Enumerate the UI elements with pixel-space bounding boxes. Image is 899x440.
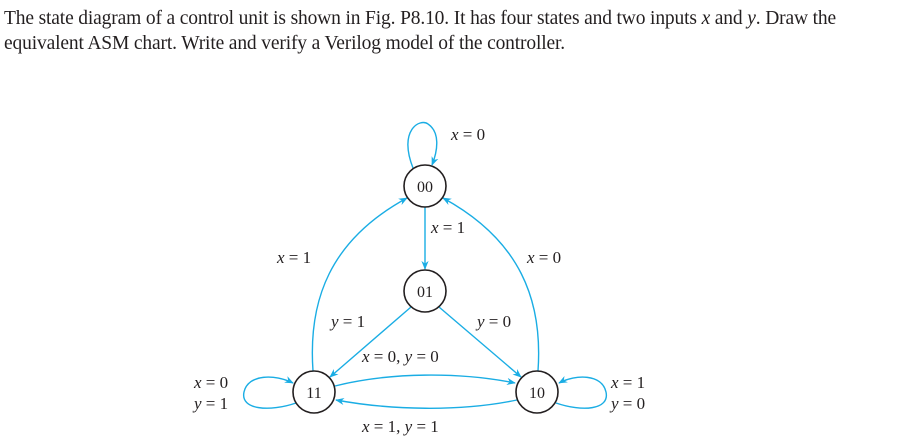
edge-11-10 — [334, 374, 516, 387]
label-00-01: x = 1 — [430, 218, 465, 237]
state-label-10: 10 — [529, 385, 545, 402]
edge-10-00 — [442, 197, 540, 372]
problem-statement: The state diagram of a control unit is s… — [4, 6, 884, 56]
label-10-00: x = 0 — [526, 248, 561, 267]
edge-01-11 — [329, 306, 412, 378]
problem-text-1: The state diagram of a control unit is s… — [4, 8, 702, 29]
state-11: 11 — [292, 370, 336, 414]
label-self-11-line1: x = 0 — [193, 373, 228, 392]
var-y: y — [747, 8, 756, 29]
label-10-11: x = 1, y = 1 — [361, 417, 439, 436]
label-self-10-line1: x = 1 — [610, 373, 645, 392]
edge-11-00 — [311, 197, 408, 372]
edge-00-00 — [407, 121, 439, 169]
state-label-00: 00 — [417, 179, 433, 196]
edge-11-11 — [243, 376, 297, 409]
state-00: 00 — [403, 164, 447, 208]
edge-01-10 — [438, 306, 522, 378]
state-label-11: 11 — [306, 385, 321, 402]
label-self-00: x = 0 — [450, 125, 485, 144]
label-01-11: y = 1 — [329, 312, 365, 331]
edge-10-10 — [555, 376, 607, 409]
problem-text-3: . Draw the equivalent ASM chart. Write a… — [4, 8, 837, 54]
state-label-01: 01 — [417, 284, 433, 301]
edge-10-11 — [335, 397, 518, 409]
state-10: 10 — [515, 370, 559, 414]
state-01: 01 — [403, 269, 447, 313]
problem-text-2: and — [710, 8, 748, 29]
label-01-10: y = 0 — [475, 312, 511, 331]
label-11-00: x = 1 — [276, 248, 311, 267]
label-self-10-line2: y = 0 — [609, 394, 645, 413]
var-x: x — [701, 8, 711, 29]
label-11-10: x = 0, y = 0 — [361, 347, 439, 366]
label-self-11-line2: y = 1 — [192, 394, 228, 413]
